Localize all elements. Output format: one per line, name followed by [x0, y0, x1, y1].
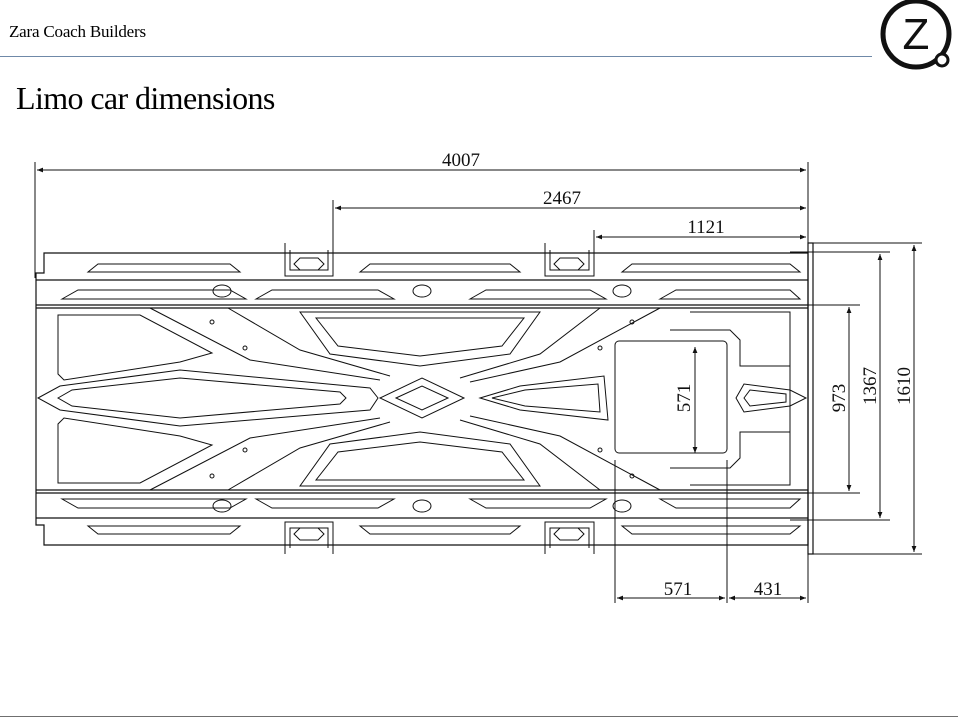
page-title: Limo car dimensions [16, 80, 275, 116]
logo-letter: Z [903, 10, 930, 59]
bottom-sill-slots [60, 498, 802, 535]
footer-divider [0, 716, 958, 717]
dim-inner-571-horizontal: 571 [664, 579, 693, 600]
front-section [614, 311, 808, 486]
dimension-labels: 4007 2467 1121 571 431 571 973 1367 1610 [442, 150, 915, 600]
dim-width-1610: 1610 [894, 367, 915, 405]
top-sill-slots [60, 263, 802, 300]
dim-mid-length: 2467 [543, 188, 581, 209]
brand-name: Zara Coach Builders [9, 22, 146, 41]
dim-front-length: 1121 [687, 217, 724, 238]
limo-floor-plan: 4007 2467 1121 571 431 571 973 1367 1610 [34, 150, 922, 603]
dim-inner-571-vertical: 571 [674, 384, 695, 413]
zara-logo-icon: Z [880, 0, 952, 70]
dim-width-1367: 1367 [860, 367, 881, 405]
chassis-outline [35, 242, 814, 555]
wheel-brackets [284, 243, 595, 554]
dim-width-973: 973 [829, 384, 850, 413]
dim-front-431: 431 [754, 579, 783, 600]
header-divider [0, 56, 872, 57]
dimension-lines [34, 162, 922, 603]
floor-pattern [36, 307, 661, 491]
dim-overall-length: 4007 [442, 150, 480, 171]
